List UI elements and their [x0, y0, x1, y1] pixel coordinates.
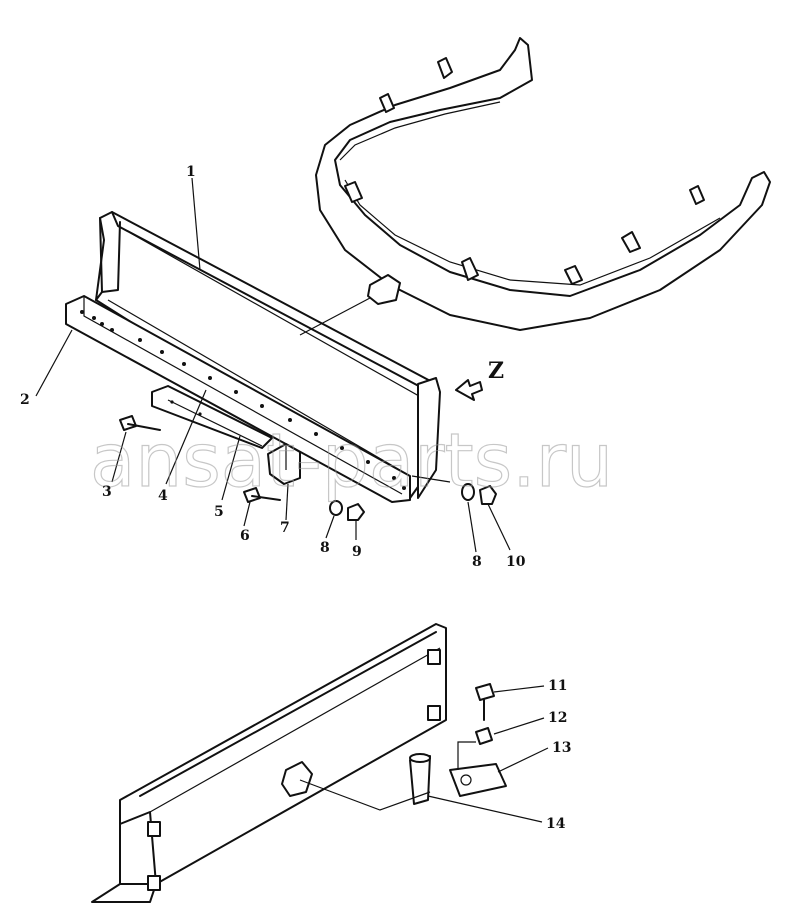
callout-2: 2: [20, 392, 30, 408]
callout-5: 5: [214, 504, 224, 520]
callout-6: 6: [240, 528, 250, 544]
u-frame: [315, 37, 771, 331]
callout-10: 10: [506, 554, 526, 570]
blade-bolt-holes: [80, 310, 406, 490]
blade-rear-view: [91, 623, 447, 903]
callout-4: 4: [158, 488, 168, 504]
watermark-text: ansat-parts.ru: [90, 418, 613, 504]
callout-8a: 8: [320, 540, 330, 556]
callout-8b: 8: [472, 554, 482, 570]
leader-lines-bottom: [299, 685, 549, 823]
callout-3: 3: [102, 484, 112, 500]
leader-ball-joint: [299, 297, 371, 336]
callout-13: 13: [552, 740, 571, 756]
callouts: 1 2 3 4 5 6 7 8 9 8 10 11 12 13 14: [20, 164, 571, 832]
blade: [65, 211, 441, 503]
callout-9: 9: [352, 544, 362, 560]
fasteners-bottom: [409, 683, 507, 805]
callout-12: 12: [548, 710, 567, 726]
leader-lines-top: [35, 177, 511, 553]
fasteners-top: [119, 415, 497, 521]
view-label: Z: [488, 358, 504, 384]
callout-7: 7: [280, 520, 290, 536]
callout-1: 1: [186, 164, 196, 180]
callout-14: 14: [546, 816, 566, 832]
callout-11: 11: [548, 678, 567, 694]
view-arrow-z: Z: [455, 358, 504, 401]
cutting-edge-plates: [151, 385, 273, 449]
end-bit: [267, 443, 301, 485]
